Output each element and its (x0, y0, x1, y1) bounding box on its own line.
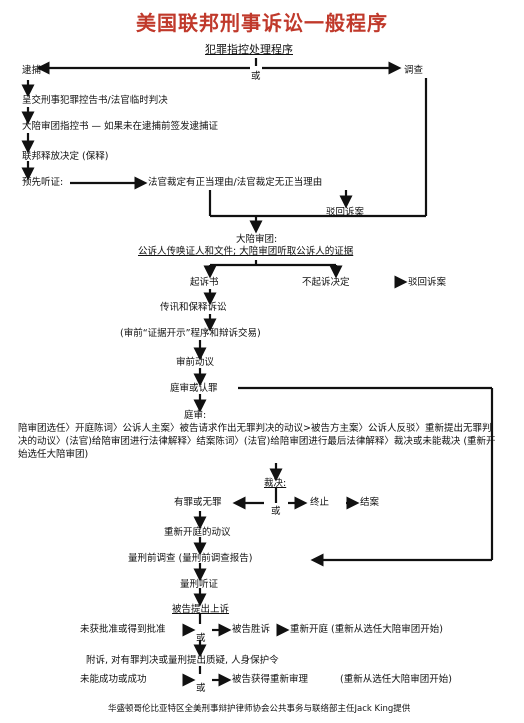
node-denied-or-granted: 未获批准或得到批准 (80, 624, 166, 635)
node-release: 联邦释放决定 (保释) (22, 151, 109, 162)
or-label-habeas: 或 (196, 683, 206, 694)
node-grand-jury: 大陪审团: (236, 234, 278, 245)
node-guilty-or-not: 有罪或无罪 (174, 497, 222, 508)
node-presentence: 量刑前调查 (量刑前调查报告) (128, 553, 253, 564)
node-habeas: 附诉, 对有罪判决或量刑提出质疑, 人身保护令 (86, 655, 279, 666)
node-probable-cause: 法官裁定有正当理由/法官裁定无正当理由 (148, 177, 323, 188)
node-stop: 终止 (310, 497, 330, 508)
node-defendant-wins: 被告胜诉 (232, 624, 271, 635)
node-investigate: 调查 (404, 65, 424, 76)
node-success-or-not: 未能成功或成功 (80, 674, 147, 685)
node-pretrial-motions: 审前动议 (176, 357, 215, 368)
node-defendant-retrial: 被告获得重新审理 (232, 674, 309, 685)
node-new-trial-motion: 重新开庭的动议 (164, 527, 231, 538)
node-dismiss-1: 驳回诉案 (326, 207, 365, 218)
node-no-bill: 不起诉决定 (302, 277, 350, 288)
node-restart: (重新从选任大陪审团开始) (340, 674, 452, 685)
node-indictment: 起诉书 (190, 277, 219, 288)
or-label: 或 (251, 71, 261, 82)
node-preliminary-hearing: 预先听证: (22, 177, 64, 188)
node-dismiss-2: 驳回诉案 (408, 277, 447, 288)
node-grand-jury-detail: 公诉人传唤证人和文件; 大陪审团听取公诉人的证据 (138, 246, 354, 257)
node-trial-or-plea: 庭审或认罪 (170, 383, 218, 394)
or-label-verdict: 或 (271, 506, 281, 517)
node-sentencing: 量刑听证 (180, 579, 219, 590)
node-trial-detail: 陪审团选任〉开庭陈词〉公诉人主案〉被告请求作出无罪判决的动议>被告方主案〉公诉人… (18, 423, 496, 460)
node-appeal: 被告提出上诉 (172, 604, 230, 615)
node-gj-indictment-before-arrest: 大陪审团指控书 — 如果未在逮捕前签发逮捕证 (22, 121, 219, 132)
node-verdict: 裁决: (264, 478, 287, 489)
node-discovery: (审前“证据开示”程序和辩诉交易) (120, 328, 261, 339)
node-closed: 结案 (360, 497, 380, 508)
node-arraignment: 传讯和保释诉讼 (160, 302, 227, 313)
node-complaint: 呈交刑事犯罪控告书/法官临时判决 (22, 95, 168, 106)
or-label-appeal: 或 (196, 633, 206, 644)
node-trial: 庭审: (184, 410, 207, 421)
footer-credit: 华盛顿哥伦比亚特区全美刑事辩护律师协会公共事务与联络部主任Jack King提供 (108, 704, 411, 714)
diagram-title: 美国联邦刑事诉讼一般程序 (136, 11, 388, 35)
node-charge-process: 犯罪指控处理程序 (205, 43, 293, 56)
node-arrest: 逮捕 (22, 65, 42, 76)
node-retrial: 重新开庭 (重新从选任大陪审团开始) (290, 624, 443, 635)
